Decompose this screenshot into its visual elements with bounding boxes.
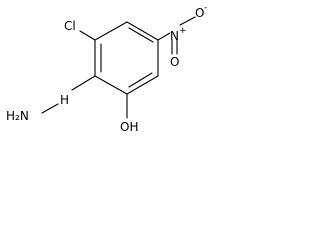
atom-label-nh2: H₂N — [6, 109, 29, 123]
chemical-structure-diagram: Cl N + O - O OH H H₂N — [6, 3, 207, 134]
ring-bond-c1-c2 — [94, 21, 128, 41]
ring-double-bond-inner-2 — [128, 72, 153, 88]
nitro-n-plus-charge: + — [179, 26, 187, 36]
bond-ring-to-cl — [79, 30, 96, 41]
atom-label-nh: H — [60, 93, 69, 107]
ring-double-bond-inner-1 — [128, 27, 154, 43]
ring-bond-c4-c5 — [126, 75, 159, 95]
atom-label-upper-o: O — [195, 6, 204, 20]
atom-label-nitro-n: N — [170, 29, 179, 43]
bond-ring-to-nitro-n — [157, 32, 171, 41]
ring-bond-c2-c3 — [126, 21, 159, 41]
benzene-ring — [94, 21, 159, 95]
atom-label-lower-o: O — [170, 55, 179, 69]
bond-n-to-upper-o — [179, 16, 196, 26]
upper-o-minus-charge: - — [204, 3, 207, 13]
bond-nh-to-nh2 — [41, 103, 59, 114]
atom-label-cl: Cl — [64, 19, 76, 33]
ring-bond-c5-c6 — [94, 75, 128, 95]
atom-label-hydroxyl: OH — [120, 120, 138, 134]
bond-ring-to-nh — [71, 75, 96, 91]
